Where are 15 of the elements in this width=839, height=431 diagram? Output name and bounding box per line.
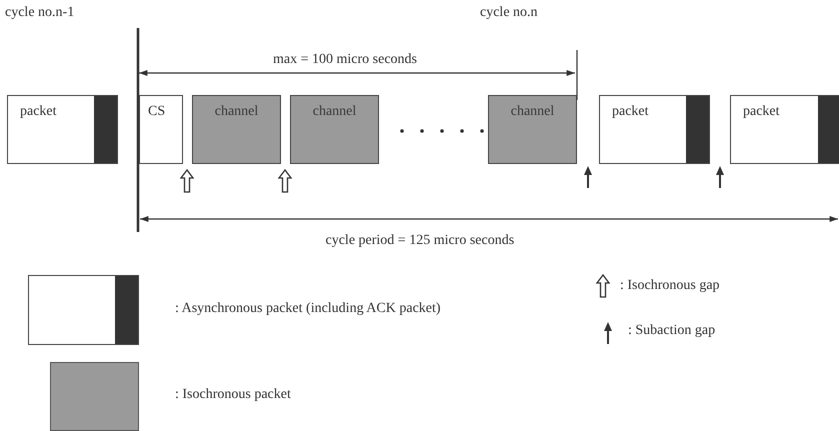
cycle-start-box: CS [139,95,183,164]
cycle-label: cycle no.n [480,5,538,21]
legend-text: : Subaction gap [628,323,716,339]
isochronous-packet-box: channel [290,95,379,164]
legend-text: : Asynchronous packet (including ACK packet) [175,301,441,317]
cycle-label: cycle no.n-1 [5,5,74,21]
asynchronous-packet-box: packet [599,95,710,164]
dimension-label: max = 100 micro seconds [273,52,417,68]
isochronous-packet-box: channel [488,95,577,164]
asynchronous-packet-box: packet [7,95,118,164]
asynchronous-packet-box: packet [730,95,839,164]
legend-text: : Isochronous packet [175,387,291,403]
dimension-label: cycle period = 125 micro seconds [326,233,514,249]
legend-text: : Isochronous gap [620,278,720,294]
isochronous-packet-box: channel [192,95,281,164]
